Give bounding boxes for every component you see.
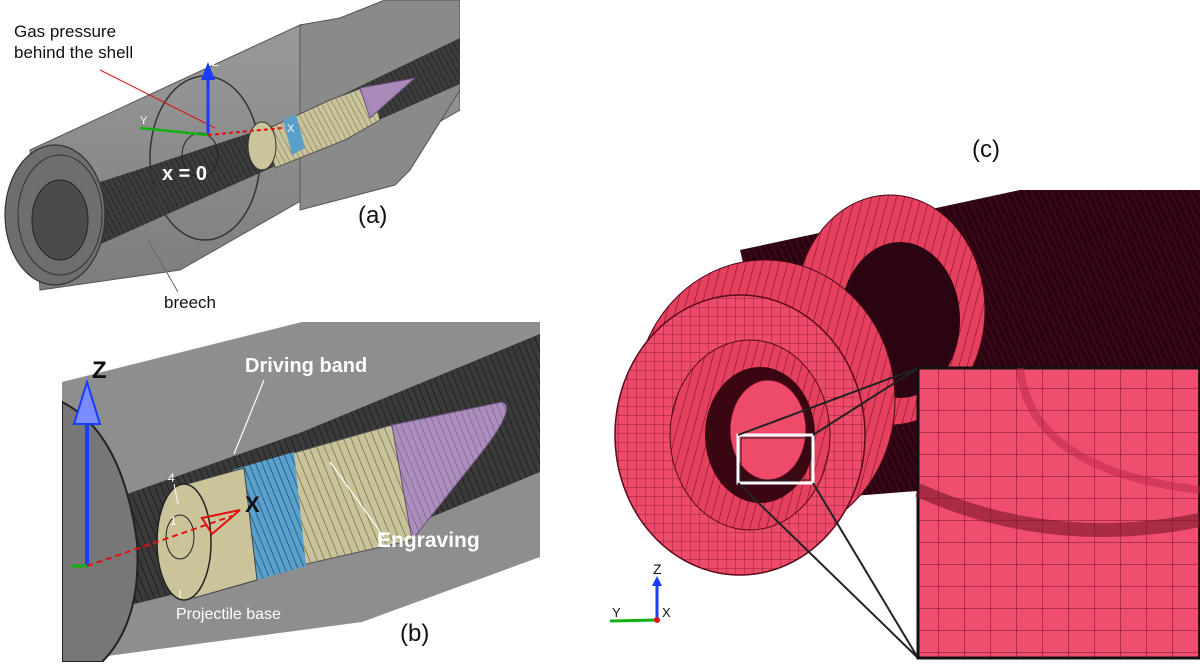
panel-b-label: (b)	[400, 620, 430, 647]
node-4-label: 4	[168, 471, 175, 485]
panel-a-label: (a)	[358, 202, 388, 229]
panel-c: Z Y X	[600, 190, 1200, 666]
zoom-line-top	[737, 367, 919, 436]
gas-pointer	[99, 69, 216, 129]
node-4-pointer	[173, 483, 179, 505]
axis-y-a-label: Y	[140, 115, 148, 127]
axis-x-c-label: X	[662, 605, 671, 620]
x-zero-label: x = 0	[162, 163, 208, 185]
panel-a-figure: Z Y X	[4, 0, 461, 293]
zoom-inset-curve	[915, 483, 1200, 537]
panel-c-label: (c)	[972, 136, 1000, 163]
driving-band-label: Driving band	[245, 355, 368, 377]
axis-z-a-label: Z	[212, 57, 219, 69]
driving-band-pointer	[233, 379, 265, 455]
axis-z-b-label: Z	[92, 357, 107, 384]
zoom-source-box-inner	[740, 437, 811, 481]
axis-x-a-label: X	[287, 123, 295, 135]
axis-x-b-label: X	[245, 492, 260, 517]
zoom-line-bottom	[812, 482, 919, 659]
zoom-inset-curve-2	[1016, 367, 1200, 494]
panel-b: Z X 4 1 Driving band Engraving Projectil…	[61, 322, 540, 663]
axis-z-a-head	[201, 62, 215, 80]
breech-bore	[31, 179, 89, 261]
projectile-base-inner	[165, 514, 195, 560]
axis-x-b	[86, 515, 233, 567]
nose-a	[359, 77, 417, 119]
breech-disc-b	[61, 400, 139, 663]
axis-y-a	[139, 126, 209, 137]
gas-pressure-label: Gas pressure behind the shell	[14, 22, 134, 62]
breech-end-inner	[17, 154, 103, 276]
panel-a: Z Y X Gas pressure behind the shell x = …	[0, 0, 461, 312]
breech-pointer	[147, 239, 179, 293]
zoom-line-top2	[812, 367, 919, 436]
projectile-base-b	[156, 483, 212, 601]
engraving-label: Engraving	[377, 529, 480, 552]
panel-c-figure: Z Y X	[609, 190, 1200, 660]
axis-y-c-label: Y	[612, 605, 621, 620]
axis-y-c	[609, 618, 658, 623]
axis-z-c-head	[652, 576, 662, 586]
projectile-base-label: Projectile base	[176, 606, 281, 623]
axis-z-c-label: Z	[653, 561, 662, 577]
axis-x-b-head	[200, 509, 241, 536]
node-1-label: 1	[170, 514, 177, 528]
panel-b-figure: Z X 4 1	[61, 322, 540, 663]
driving-band-a	[283, 114, 305, 155]
axis-origin-c	[654, 617, 660, 623]
axis-x-a	[207, 127, 283, 136]
breech-label: breech	[164, 293, 216, 312]
nose-b	[391, 401, 507, 542]
zoom-source-box	[736, 433, 815, 485]
projectile-base-a	[247, 121, 277, 171]
zoom-line-bottom2	[737, 482, 919, 659]
engraving-pointer	[329, 461, 385, 538]
axis-z-b-head	[72, 378, 102, 425]
